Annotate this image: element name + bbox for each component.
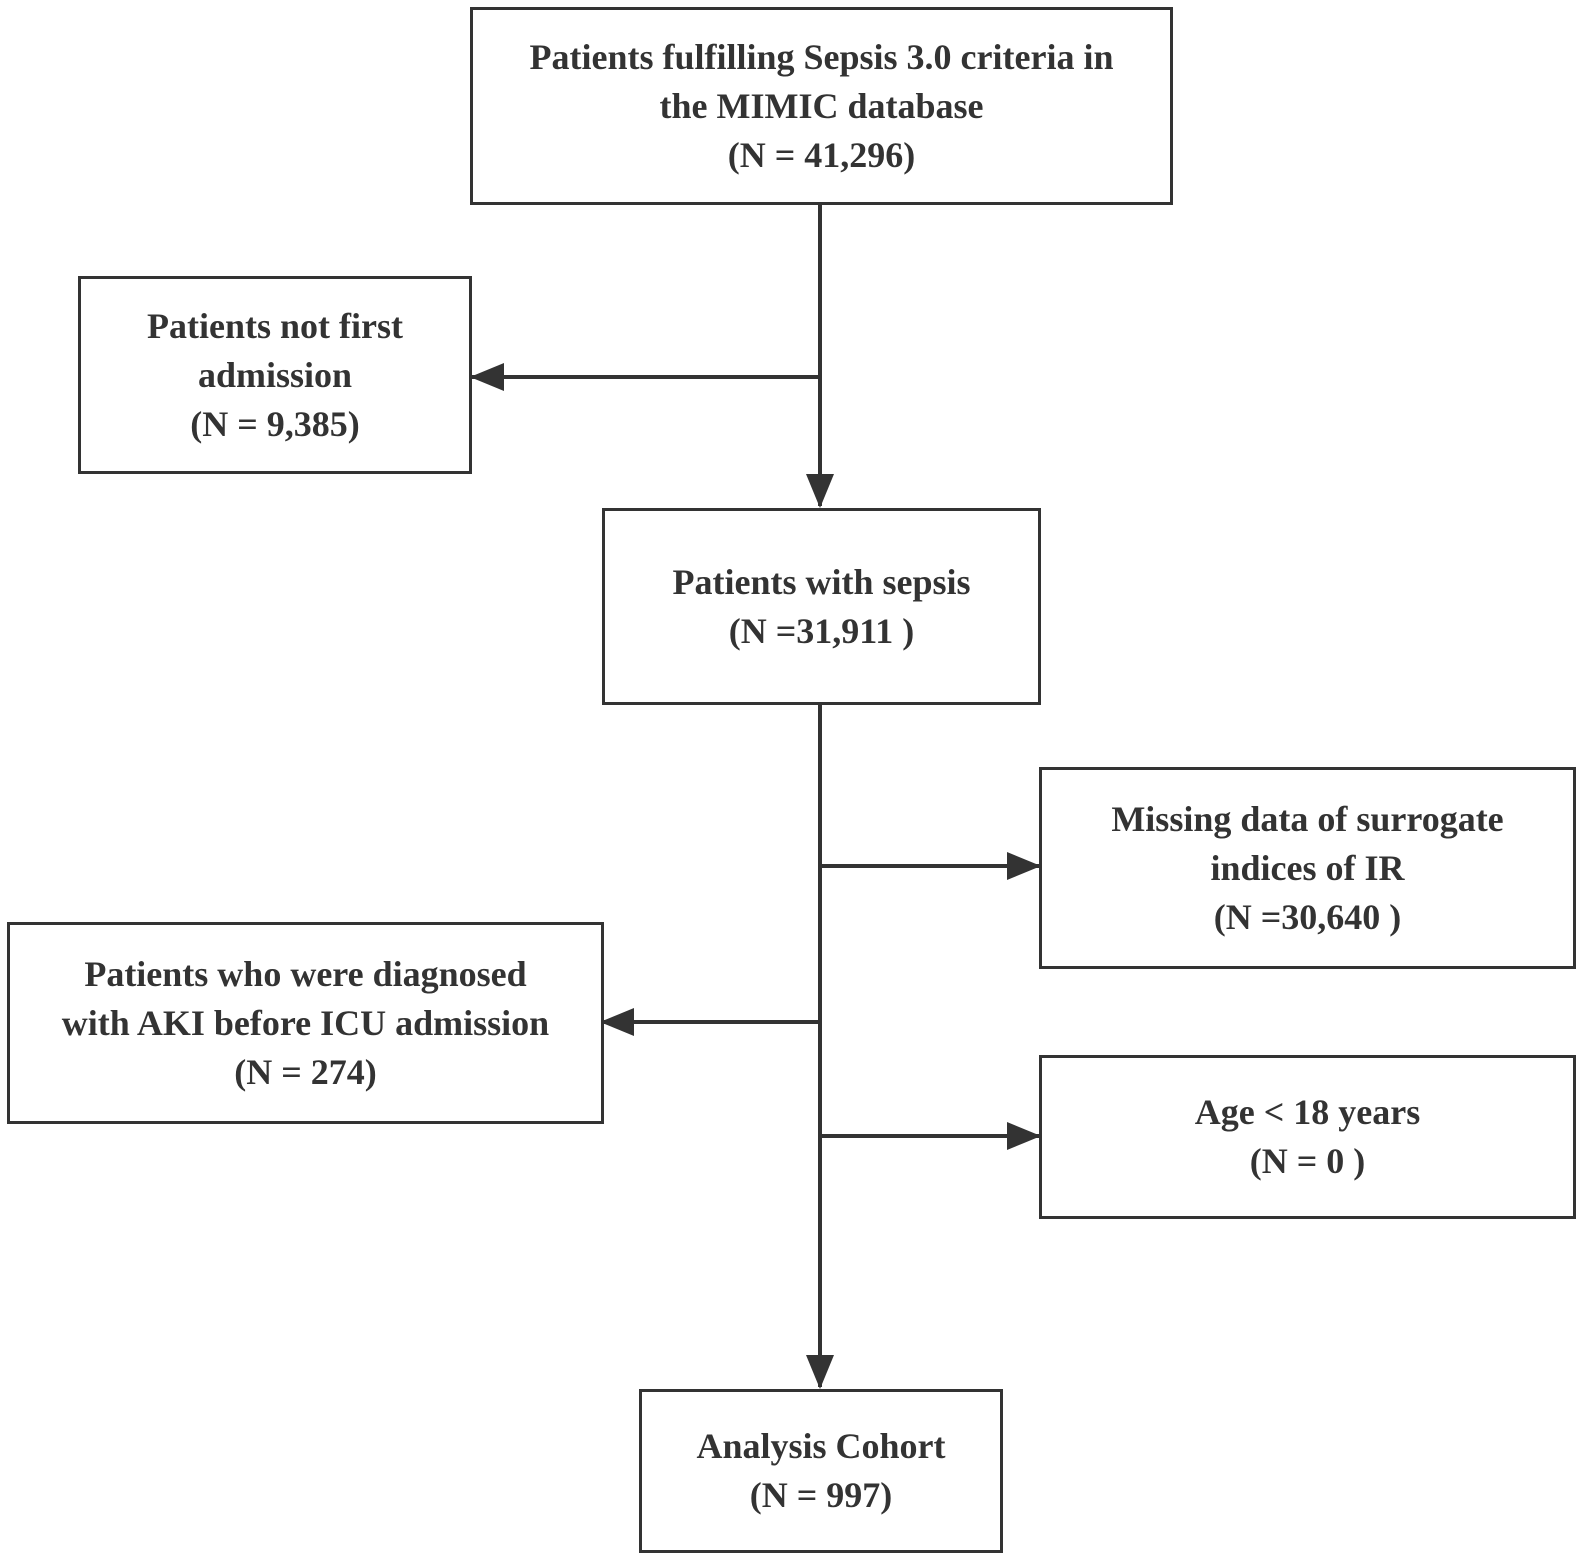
node-sepsis-criteria-count: (N = 41,296) [727, 134, 916, 175]
node-missing-ir-data: Missing data of surrogate indices of IR … [1039, 767, 1576, 969]
node-aki-before-icu-line-2: with AKI before ICU admission [61, 1002, 550, 1043]
node-age-under-18-count: (N = 0 ) [1249, 1141, 1366, 1181]
node-age-under-18-line-1: Age < 18 years [1194, 1092, 1421, 1132]
node-patients-with-sepsis-count: (N =31,911 ) [728, 610, 915, 651]
node-analysis-cohort-line-1: Analysis Cohort [696, 1426, 946, 1466]
node-patients-with-sepsis-line-1: Patients with sepsis [672, 561, 971, 602]
node-not-first-admission-line-2: admission [197, 354, 353, 395]
node-sepsis-criteria-line-1: Patients fulfilling Sepsis 3.0 criteria … [529, 36, 1114, 77]
node-not-first-admission-line-1: Patients not first [147, 305, 403, 346]
node-sepsis-criteria-line-2: the MIMIC database [659, 85, 984, 126]
node-analysis-cohort: Analysis Cohort (N = 997) [639, 1389, 1003, 1553]
node-sepsis-criteria: Patients fulfilling Sepsis 3.0 criteria … [470, 7, 1173, 205]
node-missing-ir-data-line-2: indices of IR [1210, 847, 1405, 888]
node-analysis-cohort-count: (N = 997) [749, 1475, 893, 1515]
node-missing-ir-data-line-1: Missing data of surrogate [1111, 798, 1504, 839]
node-not-first-admission: Patients not first admission (N = 9,385) [78, 276, 472, 474]
node-age-under-18: Age < 18 years (N = 0 ) [1039, 1055, 1576, 1219]
node-missing-ir-data-count: (N =30,640 ) [1213, 896, 1402, 937]
node-not-first-admission-count: (N = 9,385) [190, 403, 360, 444]
node-patients-with-sepsis: Patients with sepsis (N =31,911 ) [602, 508, 1041, 705]
node-aki-before-icu: Patients who were diagnosed with AKI bef… [7, 922, 604, 1124]
node-aki-before-icu-line-1: Patients who were diagnosed [84, 953, 527, 994]
node-aki-before-icu-count: (N = 274) [234, 1051, 377, 1092]
